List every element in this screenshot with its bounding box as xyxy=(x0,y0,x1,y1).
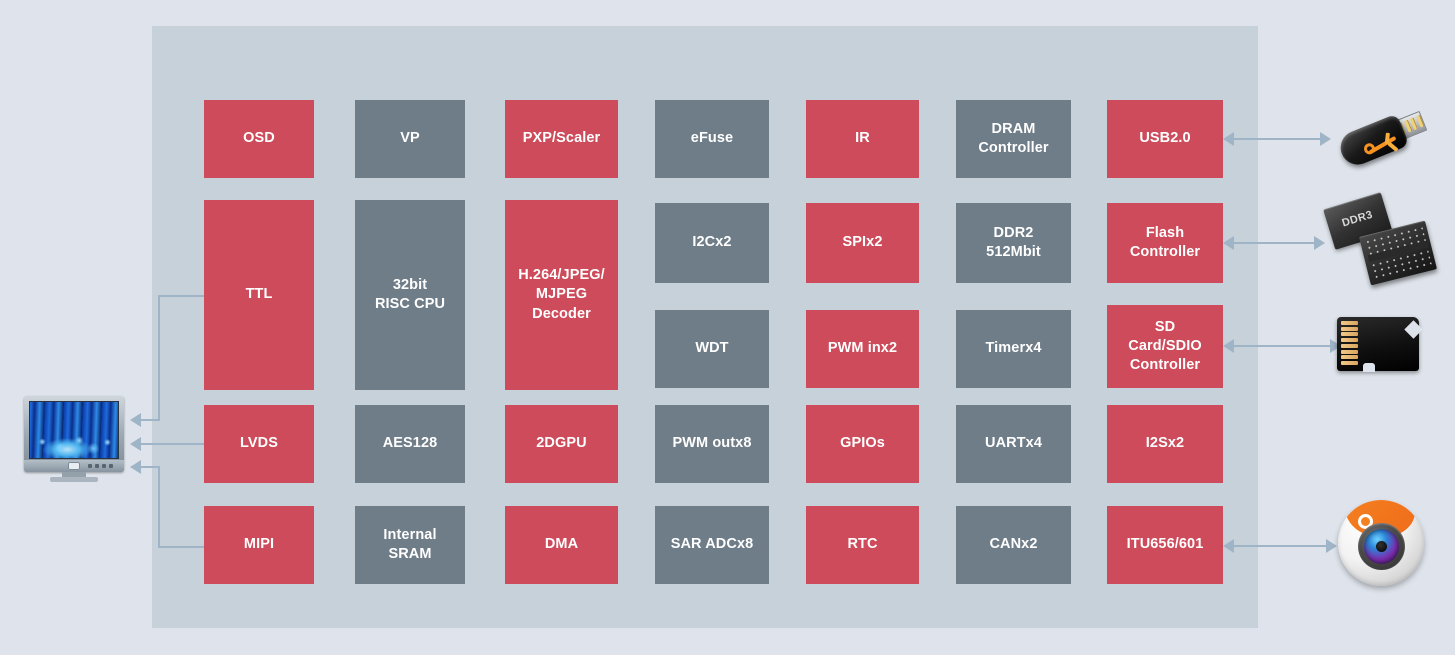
block-rtc[interactable]: RTC xyxy=(806,506,919,584)
block-dram-controller[interactable]: DRAM Controller xyxy=(956,100,1071,178)
block-video-decoder[interactable]: H.264/JPEG/ MJPEG Decoder xyxy=(505,200,618,390)
arrow-flash-inward xyxy=(1223,236,1234,250)
monitor-indicator-leds xyxy=(88,464,113,468)
usb-drive-group xyxy=(1321,96,1436,181)
arrow-camera-outward xyxy=(1326,539,1337,553)
connector-ttl-vertical xyxy=(158,295,160,421)
connector-sd-line xyxy=(1234,345,1330,347)
block-flash-controller[interactable]: Flash Controller xyxy=(1107,203,1223,283)
connector-lvds-horizontal xyxy=(141,443,206,445)
block-i2sx2[interactable]: I2Sx2 xyxy=(1107,405,1223,483)
monitor-foot xyxy=(50,477,98,482)
block-pwm-outx8[interactable]: PWM outx8 xyxy=(655,405,769,483)
connector-mipi-vertical xyxy=(158,466,160,548)
block-uartx4[interactable]: UARTx4 xyxy=(956,405,1071,483)
block-itu656[interactable]: ITU656/601 xyxy=(1107,506,1223,584)
block-lvds[interactable]: LVDS xyxy=(204,405,314,483)
microsd-card-icon xyxy=(1337,311,1427,379)
block-timerx4[interactable]: Timerx4 xyxy=(956,310,1071,388)
block-pxp-scaler[interactable]: PXP/Scaler xyxy=(505,100,618,178)
block-osd[interactable]: OSD xyxy=(204,100,314,178)
arrow-lvds-to-display xyxy=(130,437,141,451)
arrow-usb-inward xyxy=(1223,132,1234,146)
block-sar-adcx8[interactable]: SAR ADCx8 xyxy=(655,506,769,584)
monitor-stand xyxy=(62,472,86,478)
block-efuse[interactable]: eFuse xyxy=(655,100,769,178)
monitor-screen xyxy=(29,401,119,459)
ddr3-memory-chip-icon: DDR3 xyxy=(1322,192,1442,290)
block-risc-cpu[interactable]: 32bit RISC CPU xyxy=(355,200,465,390)
connector-flash-line xyxy=(1234,242,1314,244)
connector-mipi-horizontal xyxy=(158,546,206,548)
block-ir[interactable]: IR xyxy=(806,100,919,178)
webcam-lens-pupil xyxy=(1376,541,1387,552)
connector-usb-line xyxy=(1234,138,1320,140)
block-2dgpu[interactable]: 2DGPU xyxy=(505,405,618,483)
usb-trident-logo-icon xyxy=(1365,127,1407,161)
block-ttl[interactable]: TTL xyxy=(204,200,314,390)
block-wdt[interactable]: WDT xyxy=(655,310,769,388)
arrow-mipi-to-display xyxy=(130,460,141,474)
arrow-camera-inward xyxy=(1223,539,1234,553)
monitor-screen-art-detail xyxy=(30,431,118,458)
monitor-power-button xyxy=(68,462,80,470)
block-pwm-inx2[interactable]: PWM inx2 xyxy=(806,310,919,388)
usb-logo-prong-lower xyxy=(1387,141,1399,152)
microsd-card-body xyxy=(1337,317,1423,372)
block-gpios[interactable]: GPIOs xyxy=(806,405,919,483)
block-sd-controller[interactable]: SD Card/SDIO Controller xyxy=(1107,305,1223,388)
arrow-usb-outward xyxy=(1320,132,1331,146)
arrow-flash-outward xyxy=(1314,236,1325,250)
webcam-icon xyxy=(1338,500,1426,588)
connector-ttl-horizontal xyxy=(158,295,206,297)
block-i2cx2[interactable]: I2Cx2 xyxy=(655,203,769,283)
block-ddr2[interactable]: DDR2 512Mbit xyxy=(956,203,1071,283)
block-internal-sram[interactable]: Internal SRAM xyxy=(355,506,465,584)
webcam-lens-barrel xyxy=(1358,523,1405,570)
webcam-lens-glass xyxy=(1364,529,1399,564)
ddr3-chip-label: DDR3 xyxy=(1340,208,1375,230)
connector-mipi-to-arrow xyxy=(141,466,160,468)
microsd-gold-contacts xyxy=(1341,321,1358,365)
block-vp[interactable]: VP xyxy=(355,100,465,178)
arrow-ttl-to-display xyxy=(130,413,141,427)
arrow-sd-outward xyxy=(1330,339,1341,353)
usb-drive-body xyxy=(1335,113,1410,170)
block-dma[interactable]: DMA xyxy=(505,506,618,584)
block-canx2[interactable]: CANx2 xyxy=(956,506,1071,584)
block-spix2[interactable]: SPIx2 xyxy=(806,203,919,283)
connector-camera-line xyxy=(1234,545,1326,547)
usb-flash-drive-icon xyxy=(1327,104,1435,176)
connector-ttl-to-arrow xyxy=(141,419,160,421)
lcd-monitor-icon xyxy=(24,396,124,484)
block-mipi[interactable]: MIPI xyxy=(204,506,314,584)
microsd-corner-bevel xyxy=(1404,320,1423,339)
webcam-body xyxy=(1338,500,1424,586)
block-aes128[interactable]: AES128 xyxy=(355,405,465,483)
arrow-sd-inward xyxy=(1223,339,1234,353)
block-usb2[interactable]: USB2.0 xyxy=(1107,100,1223,178)
